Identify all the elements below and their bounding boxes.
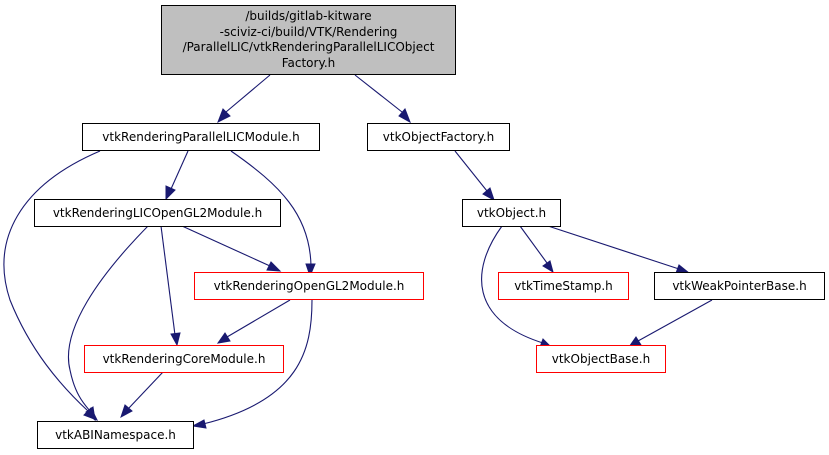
edge-object-to-object-base xyxy=(481,225,544,344)
edge-weak-pointer-to-object-base xyxy=(637,299,713,342)
edge-lic-opengl2-to-opengl2 xyxy=(181,225,271,267)
node-abi-namespace[interactable]: vtkABINamespace.h xyxy=(37,421,194,449)
node-object-base[interactable]: vtkObjectBase.h xyxy=(536,345,666,373)
edge-lic-opengl2-to-core xyxy=(160,225,176,336)
edge-parallel-lic-to-abi xyxy=(3,150,101,412)
edge-parallel-lic-to-lic-opengl2 xyxy=(170,150,189,190)
node-lic-opengl2-module[interactable]: vtkRenderingLICOpenGL2Module.h xyxy=(34,199,281,227)
arrowhead xyxy=(217,108,231,124)
root-file-line: -sciviz-ci/build/VTK/Rendering xyxy=(219,24,398,39)
arrowhead xyxy=(165,185,176,201)
root-file-line: /ParallelLIC/vtkRenderingParallelLICObje… xyxy=(182,40,435,54)
arrowhead xyxy=(85,406,96,422)
arrowhead xyxy=(305,263,316,278)
arrowhead xyxy=(216,332,231,344)
arrowhead xyxy=(482,187,495,202)
edge-parallel-lic-to-opengl2 xyxy=(230,150,312,267)
arrowhead xyxy=(398,108,411,124)
edge-opengl2-to-core xyxy=(226,299,291,338)
edge-object-factory-to-object xyxy=(454,150,488,192)
arrowhead xyxy=(542,260,554,274)
root-file-line: /builds/gitlab-kitware xyxy=(245,9,372,23)
node-object-factory[interactable]: vtkObjectFactory.h xyxy=(367,123,510,151)
edge-root-to-object-factory xyxy=(354,74,403,113)
arrowhead xyxy=(170,332,181,347)
node-core-module[interactable]: vtkRenderingCoreModule.h xyxy=(84,345,284,373)
edge-object-to-timestamp xyxy=(519,225,548,264)
arrowhead xyxy=(120,404,133,419)
root-file-node: /builds/gitlab-kitware -sciviz-ci/build/… xyxy=(161,5,456,75)
node-parallel-lic-module[interactable]: vtkRenderingParallelLICModule.h xyxy=(82,123,320,151)
edge-core-to-abi xyxy=(127,371,164,410)
edge-object-to-weak-pointer xyxy=(544,224,680,270)
edge-root-to-parallel-lic-module xyxy=(225,74,271,113)
node-vtk-object[interactable]: vtkObject.h xyxy=(462,199,561,227)
arrowhead xyxy=(191,419,207,429)
arrowhead xyxy=(266,261,282,272)
node-timestamp[interactable]: vtkTimeStamp.h xyxy=(498,272,629,300)
node-opengl2-module[interactable]: vtkRenderingOpenGL2Module.h xyxy=(194,272,424,300)
node-weak-pointer-base[interactable]: vtkWeakPointerBase.h xyxy=(654,272,825,300)
root-file-line: Factory.h xyxy=(281,55,336,70)
edge-lic-opengl2-to-abi xyxy=(68,225,149,412)
edge-opengl2-to-abi xyxy=(202,299,313,425)
